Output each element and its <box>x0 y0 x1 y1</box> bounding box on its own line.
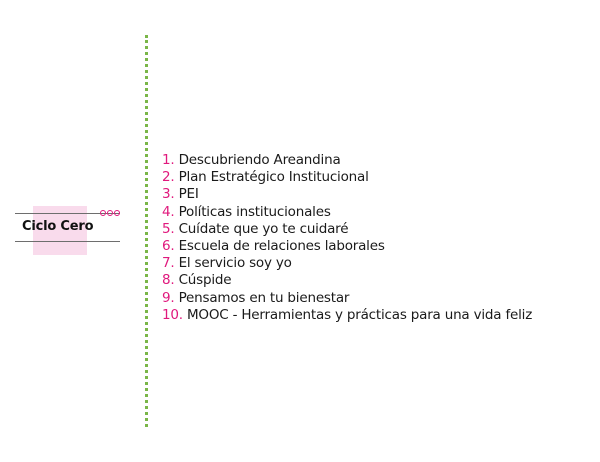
topic-list: 1. Descubriendo Areandina 2. Plan Estrat… <box>162 152 532 324</box>
dotted-connector-line <box>145 35 148 427</box>
list-item: 7. El servicio soy yo <box>162 255 292 272</box>
list-item: 3. PEI <box>162 186 199 203</box>
list-item: 4. Políticas institucionales <box>162 203 331 220</box>
list-item: 1. Descubriendo Areandina <box>162 152 341 168</box>
more-options-icon[interactable] <box>100 210 120 216</box>
node-highlight-box <box>33 206 87 255</box>
node-bottom-divider <box>15 241 120 242</box>
list-item: 9. Pensamos en tu bienestar <box>162 289 350 306</box>
list-item: 8. Cúspide <box>162 272 232 289</box>
node-title: Ciclo Cero <box>22 219 94 234</box>
list-item: 2. Plan Estratégico Institucional <box>162 169 369 186</box>
node-top-divider <box>15 213 120 214</box>
list-item: 10. MOOC - Herramientas y prácticas para… <box>162 306 533 323</box>
list-item: 5. Cuídate que yo te cuidaré <box>162 220 349 237</box>
list-item: 6. Escuela de relaciones laborales <box>162 238 385 255</box>
